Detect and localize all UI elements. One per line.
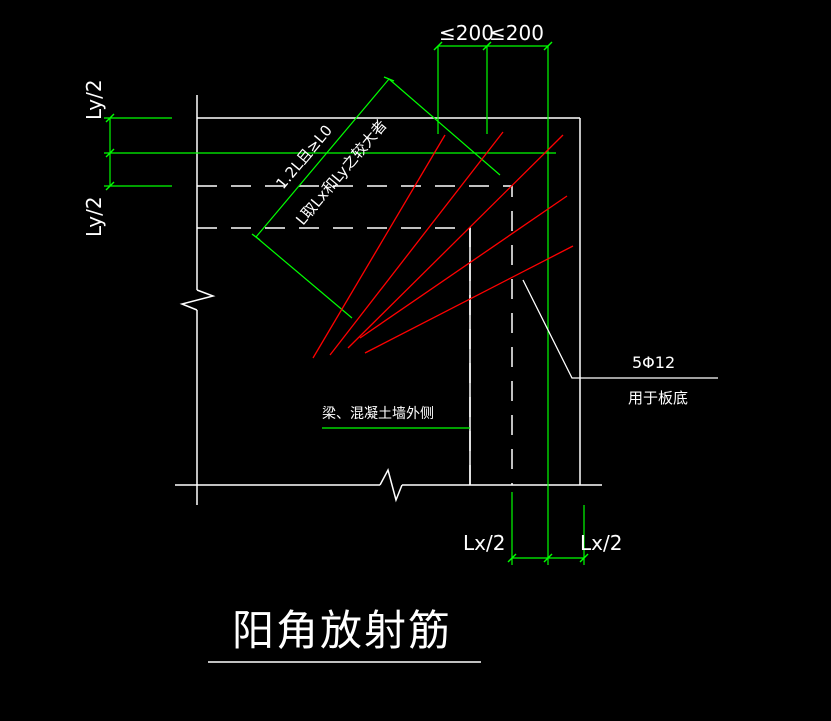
diag-dim-line — [255, 78, 390, 238]
wall-note-label: 梁、混凝土墙外侧 — [322, 406, 434, 422]
top-spacing-label-2: ≤200 — [489, 21, 544, 45]
dashed-inner — [197, 227, 471, 485]
rebar-leader — [522, 279, 718, 379]
bottom-dim-label-right: Lx/2 — [580, 531, 622, 555]
diag-ext-bottom — [255, 236, 353, 319]
tick — [251, 233, 261, 241]
rebar-leader-line — [522, 279, 718, 379]
tick — [579, 553, 589, 563]
left-break-symbol — [179, 289, 216, 311]
rebar-1 — [312, 134, 446, 359]
tick — [543, 553, 553, 563]
diag-ext-top — [388, 78, 501, 176]
bottom-dim-label-left: Lx/2 — [463, 531, 505, 555]
left-dim-label-bottom: Ly/2 — [82, 196, 106, 237]
bottom-break-symbol — [379, 467, 403, 503]
radial-rebars — [312, 131, 574, 359]
rebar-5 — [364, 245, 574, 354]
tick — [105, 113, 115, 123]
tick — [482, 41, 492, 51]
slab-outline — [175, 95, 602, 505]
rebar-spec-label: 5Φ12 — [632, 353, 675, 372]
rebar-note-label: 用于板底 — [628, 389, 688, 407]
dimension-lines — [104, 45, 585, 565]
diagonal-annotation-2: L取Lx和Ly之较大者 — [292, 116, 390, 228]
tick — [105, 181, 115, 191]
tick — [433, 41, 443, 51]
dimension-ticks — [105, 41, 589, 563]
rebar-4 — [359, 195, 568, 339]
top-spacing-label-1: ≤200 — [439, 21, 494, 45]
tick — [105, 148, 115, 158]
rebar-2 — [329, 131, 504, 356]
left-dim-label-top: Ly/2 — [82, 79, 106, 120]
rebar-3 — [347, 134, 564, 349]
tick — [383, 76, 395, 82]
tick — [543, 41, 553, 51]
dashed-outer — [197, 185, 513, 485]
dimension-texts: ≤200 ≤200 Ly/2 Ly/2 Lx/2 Lx/2 — [82, 21, 622, 555]
tick — [507, 553, 517, 563]
beam-dashed-lines — [197, 185, 513, 485]
drawing-title: 阳角放射筋 — [232, 606, 452, 655]
